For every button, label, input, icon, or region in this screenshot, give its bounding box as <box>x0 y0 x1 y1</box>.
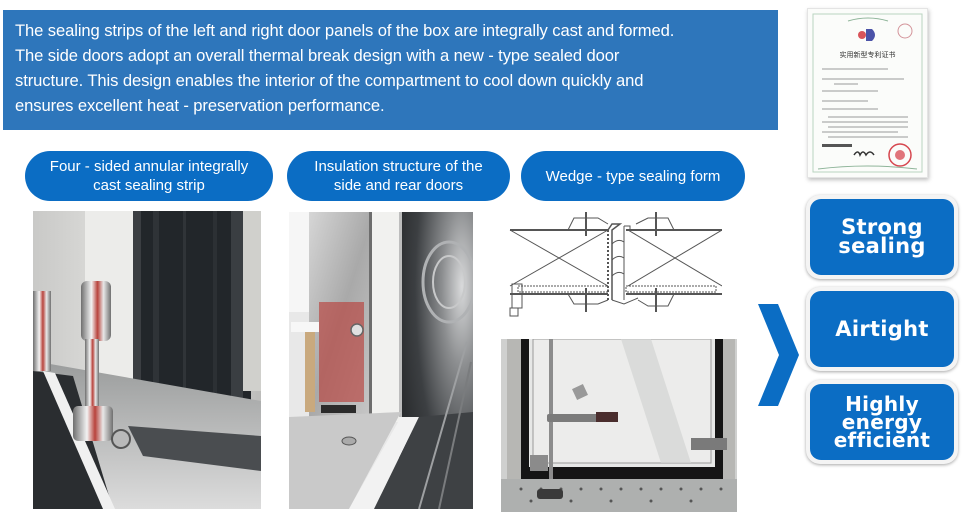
chevron-right-icon <box>756 304 800 406</box>
label-insulation-structure: Insulation structure of the side and rea… <box>287 151 510 201</box>
feature-airtight: Airtight <box>806 287 958 371</box>
wedge-seal-diagram <box>508 208 723 320</box>
pill-line: cast sealing strip <box>93 177 205 194</box>
feature-line: energy <box>841 410 923 434</box>
description-line: ensures excellent heat - preservation pe… <box>15 96 385 115</box>
feature-line: Strong <box>841 215 923 239</box>
description-line: structure. This design enables the inter… <box>15 71 644 90</box>
feature-strong-sealing: Strong sealing <box>806 195 958 279</box>
certificate-title: 实用新型专利证书 <box>840 50 896 59</box>
patent-certificate-image: 实用新型专利证书 <box>807 8 928 178</box>
description-line: The side doors adopt an overall thermal … <box>15 46 620 65</box>
label-wedge-sealing-form: Wedge - type sealing form <box>521 151 745 201</box>
door-panel-photo <box>501 339 737 512</box>
feature-highly-energy-efficient: Highly energy efficient <box>806 380 958 464</box>
pill-line: side and rear doors <box>333 177 464 194</box>
feature-line: Airtight <box>835 316 929 341</box>
pill-line: Insulation structure of the <box>314 158 483 175</box>
feature-line: sealing <box>838 234 926 258</box>
insulation-structure-photo <box>289 212 473 509</box>
description-line: The sealing strips of the left and right… <box>15 21 675 40</box>
pill-line: Wedge - type sealing form <box>545 167 721 185</box>
pill-line: Four - sided annular integrally <box>49 158 249 175</box>
label-four-sided-sealing-strip: Four - sided annular integrally cast sea… <box>25 151 273 201</box>
sealing-strip-photo <box>33 211 261 509</box>
feature-line: Highly <box>845 392 919 416</box>
description-panel: The sealing strips of the left and right… <box>3 10 778 130</box>
feature-line: efficient <box>833 428 931 452</box>
